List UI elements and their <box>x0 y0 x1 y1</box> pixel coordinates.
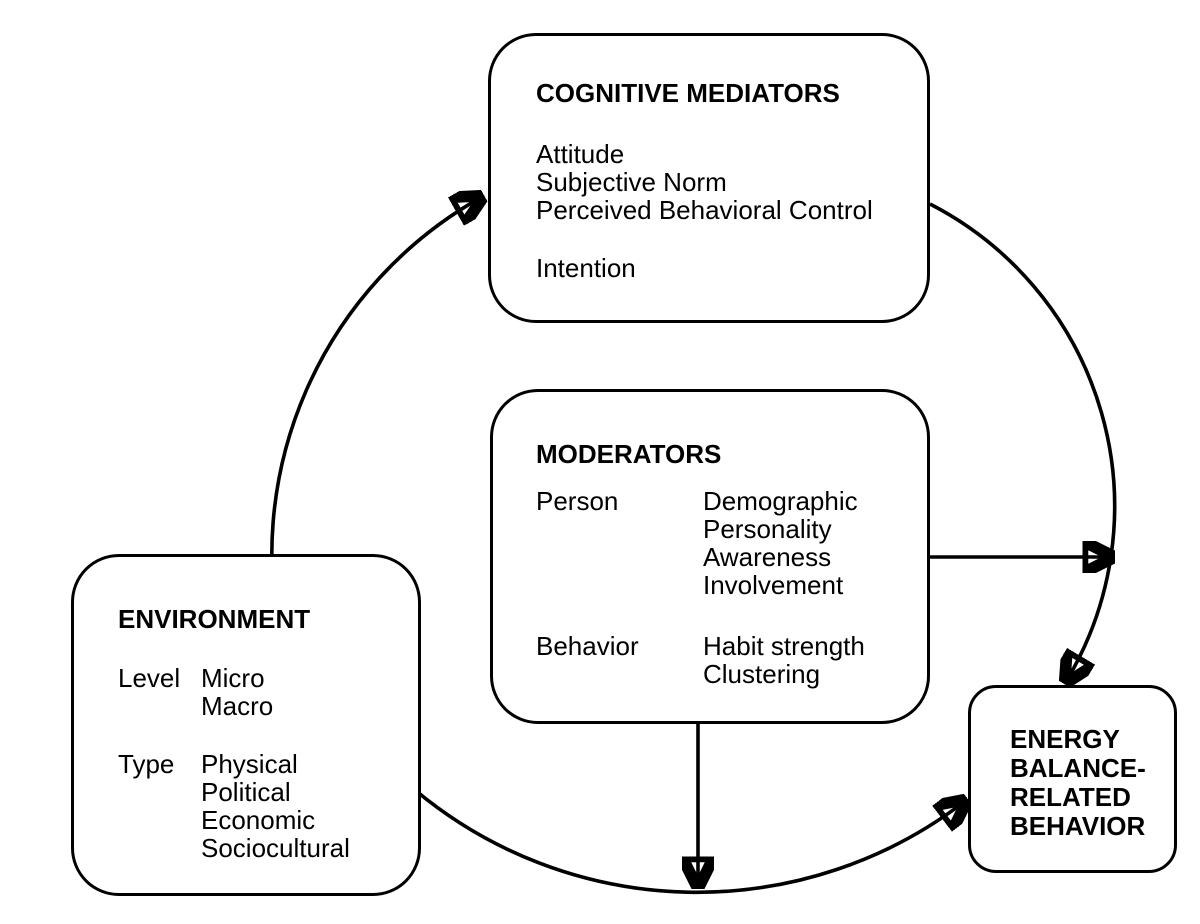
energy-balance-related-behavior-title: ENERGY BALANCE- RELATED BEHAVIOR <box>1010 725 1146 841</box>
energy-title-line: RELATED <box>1010 782 1131 812</box>
cognitive-item: Attitude <box>536 139 625 169</box>
moderators-title: MODERATORS <box>536 439 722 469</box>
environment-item: Macro <box>201 691 274 721</box>
energy-balance-related-behavior-box: ENERGY BALANCE- RELATED BEHAVIOR <box>968 685 1177 873</box>
moderator-item: Personality <box>703 514 832 544</box>
environment-item: Political <box>201 777 291 807</box>
moderator-item: Awareness <box>703 542 832 572</box>
group-label: Type <box>118 749 175 779</box>
moderator-item: Habit strength <box>703 631 865 661</box>
group-label: Level <box>118 663 181 693</box>
group-items: Habit strength Clustering <box>703 632 865 688</box>
cognitive-item: Subjective Norm <box>536 167 727 197</box>
cognitive-mediators-items: Attitude Subjective Norm Perceived Behav… <box>536 140 873 224</box>
environment-box: ENVIRONMENT Level Micro Macro Type Physi… <box>71 554 421 896</box>
moderator-item: Involvement <box>703 570 844 600</box>
cognitive-mediators-box: COGNITIVE MEDIATORS Attitude Subjective … <box>488 33 930 323</box>
cognitive-mediators-outcome: Intention <box>536 253 636 283</box>
energy-title-line: BEHAVIOR <box>1010 811 1146 841</box>
arrow-environment-to-energy-behavior <box>413 788 964 894</box>
environment-item: Micro <box>201 663 265 693</box>
energy-title-line: ENERGY <box>1010 724 1120 754</box>
environment-item: Physical <box>201 749 298 779</box>
group-label: Behavior <box>536 631 639 661</box>
moderators-box: MODERATORS Person Demographic Personalit… <box>490 389 930 724</box>
cognitive-mediators-title: COGNITIVE MEDIATORS <box>536 78 840 108</box>
environment-title: ENVIRONMENT <box>118 604 311 634</box>
moderator-item: Demographic <box>703 486 858 516</box>
environment-item: Sociocultural <box>201 833 350 863</box>
group-label: Person <box>536 486 619 516</box>
group-items: Physical Political Economic Sociocultura… <box>201 750 350 862</box>
group-items: Demographic Personality Awareness Involv… <box>703 487 858 599</box>
energy-title-line: BALANCE- <box>1010 753 1146 783</box>
moderator-item: Clustering <box>703 659 821 689</box>
environment-item: Economic <box>201 805 316 835</box>
arrow-cognitive-mediators-to-energy-behavior <box>929 202 1117 680</box>
group-items: Micro Macro <box>201 664 273 720</box>
cognitive-item: Perceived Behavioral Control <box>536 195 873 225</box>
